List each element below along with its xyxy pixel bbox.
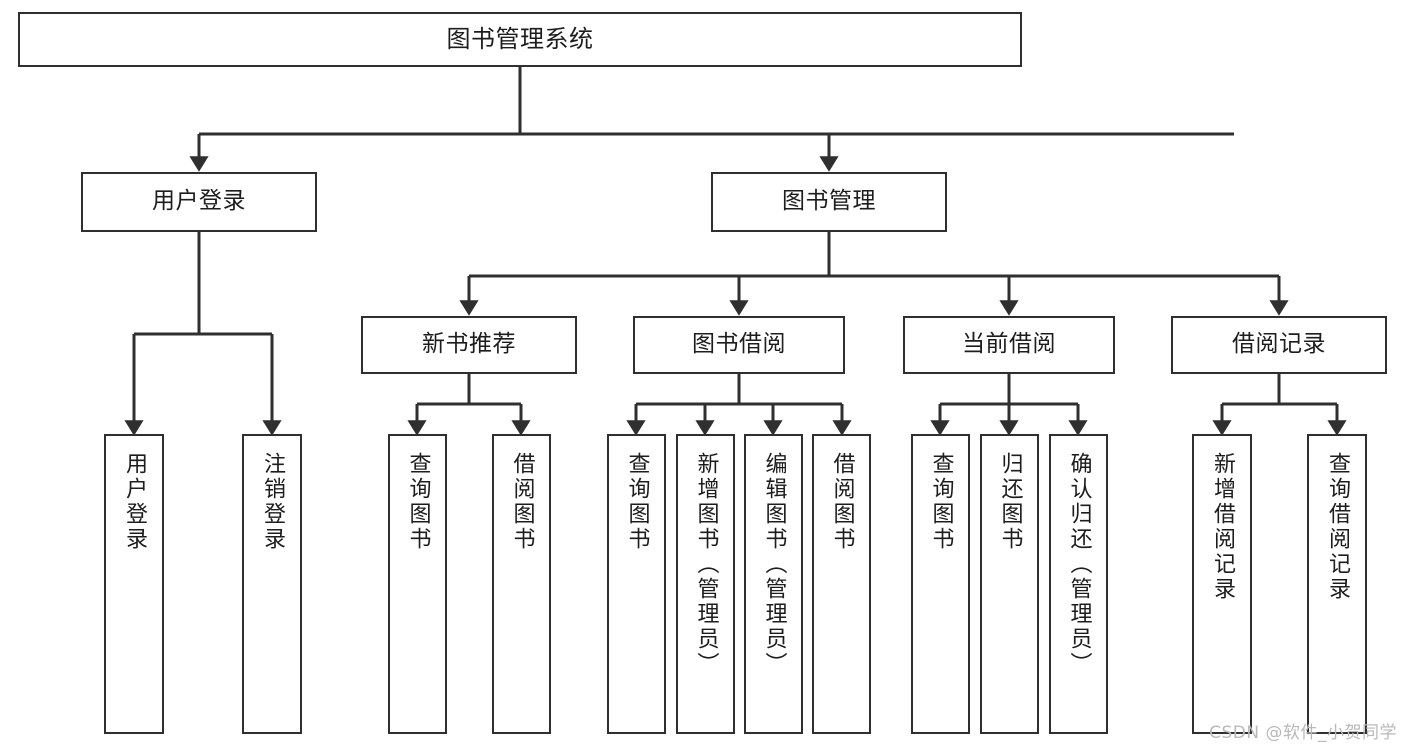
node-label: 用户登录 bbox=[122, 452, 147, 552]
leaf-borrow-book[interactable]: 借阅图书 bbox=[812, 434, 871, 734]
leaf-query-book-recommend[interactable]: 查询图书 bbox=[388, 434, 447, 734]
leaf-query-borrow-record[interactable]: 查询借阅记录 bbox=[1307, 434, 1367, 734]
node-label: 当前借阅 bbox=[962, 331, 1056, 358]
node-label: 新增借阅记录 bbox=[1210, 452, 1235, 602]
leaf-logout[interactable]: 注销登录 bbox=[242, 434, 302, 734]
leaf-borrow-book-recommend[interactable]: 借阅图书 bbox=[492, 434, 551, 734]
node-label: 查询图书 bbox=[624, 452, 650, 552]
node-label: 查询图书 bbox=[405, 452, 431, 552]
node-label: 归还图书 bbox=[997, 452, 1023, 552]
leaf-query-book-current[interactable]: 查询图书 bbox=[911, 434, 970, 734]
node-label: 图书借阅 bbox=[692, 331, 786, 358]
node-label: 编辑图书（管理员） bbox=[761, 452, 787, 677]
node-label: 新书推荐 bbox=[422, 331, 516, 358]
leaf-edit-book-admin[interactable]: 编辑图书（管理员） bbox=[744, 434, 803, 734]
node-borrow-records[interactable]: 借阅记录 bbox=[1171, 316, 1387, 374]
leaf-add-book-admin[interactable]: 新增图书（管理员） bbox=[676, 434, 735, 734]
node-root-system[interactable]: 图书管理系统 bbox=[18, 12, 1022, 67]
leaf-return-book[interactable]: 归还图书 bbox=[980, 434, 1039, 734]
leaf-query-book-borrow[interactable]: 查询图书 bbox=[607, 434, 666, 734]
leaf-user-login[interactable]: 用户登录 bbox=[104, 434, 164, 734]
node-label: 查询借阅记录 bbox=[1325, 452, 1350, 602]
node-current-borrow[interactable]: 当前借阅 bbox=[903, 316, 1115, 374]
leaf-confirm-return-admin[interactable]: 确认归还（管理员） bbox=[1049, 434, 1108, 734]
node-label: 借阅图书 bbox=[509, 452, 535, 552]
watermark-text: CSDN @软件_小贺同学 bbox=[1209, 723, 1397, 743]
node-label: 图书管理 bbox=[782, 188, 876, 215]
node-label: 图书管理系统 bbox=[446, 25, 594, 54]
node-label: 借阅记录 bbox=[1232, 331, 1326, 358]
node-book-borrow[interactable]: 图书借阅 bbox=[633, 316, 845, 374]
node-new-book-recommend[interactable]: 新书推荐 bbox=[361, 316, 577, 374]
node-label: 新增图书（管理员） bbox=[693, 452, 719, 677]
node-book-management[interactable]: 图书管理 bbox=[711, 172, 947, 232]
node-label: 确认归还（管理员） bbox=[1066, 452, 1092, 677]
node-label: 用户登录 bbox=[152, 188, 246, 215]
node-label: 注销登录 bbox=[260, 452, 285, 552]
node-label: 查询图书 bbox=[928, 452, 954, 552]
leaf-add-borrow-record[interactable]: 新增借阅记录 bbox=[1192, 434, 1252, 734]
node-user-login[interactable]: 用户登录 bbox=[81, 172, 317, 232]
node-label: 借阅图书 bbox=[829, 452, 855, 552]
